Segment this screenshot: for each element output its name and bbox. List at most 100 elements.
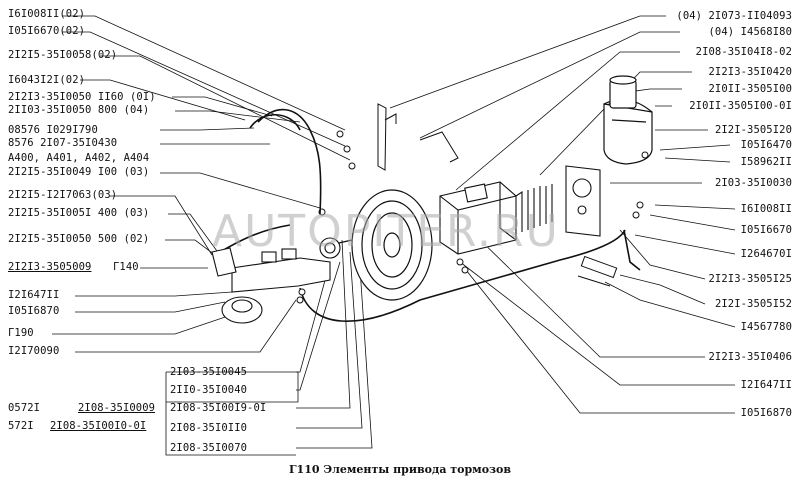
part-label: (04) 2I073-II04093 [676,10,792,22]
part-label: 2I08-35I0070 [170,442,248,454]
leader-line [80,79,246,121]
leader-line [296,267,373,449]
vacuum-booster [351,189,433,301]
leader-line [75,299,297,353]
part-label: 2I08-35I0009 [78,402,156,414]
part-label: 2I2I3-3505I25 [708,273,792,285]
part-label: 2I2I3-35I0420 [708,66,792,78]
watermark: AUTOPITER.RU [212,206,560,257]
leader-line [296,261,341,391]
part-label: I05I6670 [740,224,792,236]
brake-pipe [249,114,301,131]
leader-line [634,234,736,255]
leader-line [160,127,255,131]
flange [565,165,601,237]
leader-line [175,110,301,123]
leader-line [389,15,666,109]
part-label: I05I6470 [740,139,792,151]
part-label: 2I08-35I00I9-0I [170,402,267,414]
leader-line [649,214,736,231]
leader-line [455,51,680,191]
pedal-bracket [377,103,387,171]
leader-line [664,157,731,163]
leader-line [75,291,233,297]
part-label: 2I2I-3505I52 [714,298,792,310]
brake-pipe [623,229,641,271]
part-label: I6I008II [740,203,792,215]
leader-line [459,261,735,386]
part-label: 2I08-35I04I8-02 [695,46,792,58]
part-label: 2I2I5-I2I7063(03) [8,189,118,201]
part-label: I58962II [740,156,792,168]
part-label: 0572I [8,402,41,414]
part-label: 2I08-35I0II0 [170,422,248,434]
part-label: 2I2I5-35I0050 500 (02) [8,233,150,245]
part-label: 2II0-35I0040 [170,384,248,396]
leader-line [419,31,680,139]
leader-line [604,281,736,328]
part-label: Г140 [113,261,139,273]
leader-line [168,213,226,263]
part-label: Г190 [8,327,34,339]
part-label: 2I2I3-35I0406 [708,351,792,363]
leader-line [654,204,736,210]
part-label: I05I6870 [740,407,792,419]
part-label: 2I0II-3505I00-0I [689,100,792,112]
part-label: 2I2I3-3505009 [8,261,92,273]
leader-line [172,96,273,117]
part-label: I2I70090 [8,345,60,357]
bracket [165,372,296,456]
master-cylinder [231,257,331,293]
part-label: 2I08-35I00I0-0I [50,420,147,432]
part-label: 2I0II-3505I00 [708,83,792,95]
spring-pin [577,275,611,287]
fluid-reservoir [603,103,653,165]
leader-line [539,71,692,176]
part-label: I2I647II [740,379,792,391]
bracket [166,371,299,403]
leader-line [110,195,213,256]
part-label: 2I03-35I0030 [714,177,792,189]
leader-line [52,311,241,335]
leader-line [465,269,735,414]
part-label: 2I2I5-35I0049 I00 (03) [8,166,150,178]
brake-pipe [257,108,322,215]
part-label: (04) I4568I80 [708,26,792,38]
part-label: 8576 2I07-35I0430 [8,137,118,149]
leader-line [62,31,346,147]
part-label: I05I6670(02) [8,25,86,37]
part-label: I6I008II(02) [8,8,86,20]
part-label: 2I2I-3505I20 [714,124,792,136]
part-label: I4567780 [740,321,792,333]
spring [515,184,553,232]
clamp [419,131,459,163]
pedal-bracket [384,113,397,124]
leader-line [619,229,706,280]
leader-line [619,274,706,305]
part-label: I6043I2I(02) [8,74,86,86]
part-label: I264670I [740,248,792,260]
leader-line [160,172,321,209]
clip [580,255,618,279]
leader-line [100,55,351,161]
leader-line [659,144,731,151]
leader-line [469,229,705,358]
part-label: I2I647II [8,289,60,301]
part-label: 572I [8,420,34,432]
leader-line [62,15,346,131]
part-label: I05I6870 [8,305,60,317]
brake-valve [221,296,263,324]
leader-line [296,251,363,429]
part-label: A400, A401, A402, A404 [8,152,150,164]
part-label: 2I2I5-35I0058(02) [8,49,118,61]
part-label: 2I2I3-35I0050 II60 (0I) [8,91,156,103]
brake-pipe [299,229,626,322]
leader-line [75,301,226,313]
figure-caption: Г110 Элементы привода тормозов [288,463,512,476]
part-label: 08576 I029I790 [8,124,98,136]
part-label: 2II03-35I0050 800 (04) [8,104,150,116]
part-label: 2I2I5-35I005I 400 (03) [8,207,150,219]
leader-line [296,239,351,409]
